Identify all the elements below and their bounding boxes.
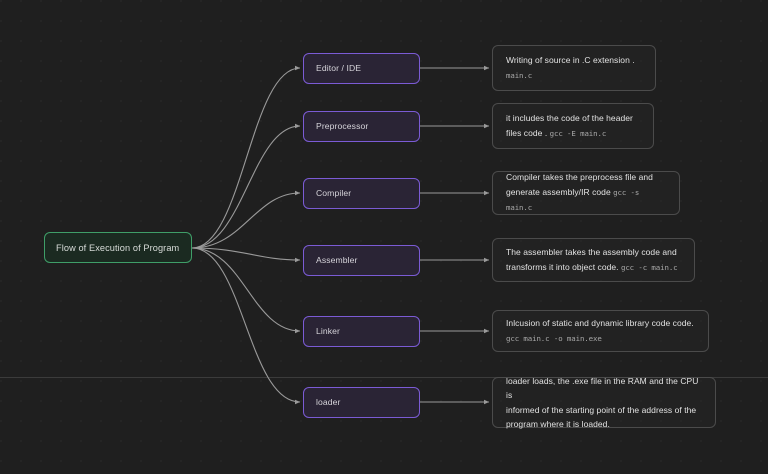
node-assembler-label: Assembler [316,255,358,265]
node-editor-ide-label: Editor / IDE [316,63,362,73]
node-compiler[interactable]: Compiler [303,177,420,209]
desc-editor-ide-text: Writing of source in .C extension . main… [506,53,642,84]
desc-preprocessor-text: it includes the code of the header files… [506,111,640,141]
edge-root-to-compiler [191,190,301,249]
node-root[interactable]: Flow of Execution of Program [44,232,192,263]
desc-loader-text: loader loads, the .exe file in the RAM a… [506,374,702,432]
node-preprocessor[interactable]: Preprocessor [303,110,420,142]
node-loader[interactable]: loader [303,386,420,418]
node-linker[interactable]: Linker [303,315,420,347]
edge-root-to-preprocessor [191,123,301,249]
desc-compiler: Compiler takes the preprocess file and g… [492,171,680,215]
edge-root-to-editor [191,65,301,249]
desc-assembler-code: gcc -c main.c [620,262,678,272]
desc-linker: Inlcusion of static and dynamic library … [492,310,709,352]
edge-root-to-loader [191,247,301,405]
node-assembler[interactable]: Assembler [303,244,420,276]
node-root-label: Flow of Execution of Program [56,242,180,253]
desc-linker-code: gcc main.c -o main.exe [506,334,602,343]
desc-linker-text: Inlcusion of static and dynamic library … [506,316,695,347]
desc-compiler-line1: Compiler takes the preprocess file and [506,172,653,183]
node-compiler-label: Compiler [316,188,352,198]
desc-preprocessor-line2: files code . [506,127,550,138]
desc-assembler-text: The assembler takes the assembly code an… [506,245,681,275]
desc-preprocessor-code: gcc -E main.c [549,128,607,138]
desc-preprocessor-line1: it includes the code of the header [506,113,633,123]
desc-assembler-line2: transforms it into object code. [506,261,621,272]
node-editor-ide[interactable]: Editor / IDE [303,52,420,84]
edge-root-to-linker [191,247,301,334]
desc-assembler: The assembler takes the assembly code an… [492,238,695,282]
desc-preprocessor: it includes the code of the header files… [492,103,654,149]
desc-compiler-line2: generate assembly/IR code [506,186,614,197]
edge-root-to-assembler [191,247,301,263]
desc-assembler-line1: The assembler takes the assembly code an… [506,247,677,257]
desc-linker-line1: Inlcusion of static and dynamic library … [506,317,694,328]
node-linker-label: Linker [316,326,341,336]
desc-compiler-text: Compiler takes the preprocess file and g… [506,170,666,216]
desc-loader-line2: informed of the starting point of the ad… [506,404,697,415]
desc-editor-ide-code: main.c [506,71,533,80]
desc-compiler-code: gcc -s main.c [506,187,640,213]
desc-loader-line1: loader loads, the .exe file in the RAM a… [506,375,699,401]
node-preprocessor-label: Preprocessor [316,121,369,131]
node-loader-label: loader [316,397,341,407]
desc-editor-ide-line1: Writing of source in .C extension . [506,54,635,65]
desc-editor-ide: Writing of source in .C extension . main… [492,45,656,91]
desc-loader: loader loads, the .exe file in the RAM a… [492,376,716,429]
desc-loader-line3: program where it is loaded. [506,419,610,429]
